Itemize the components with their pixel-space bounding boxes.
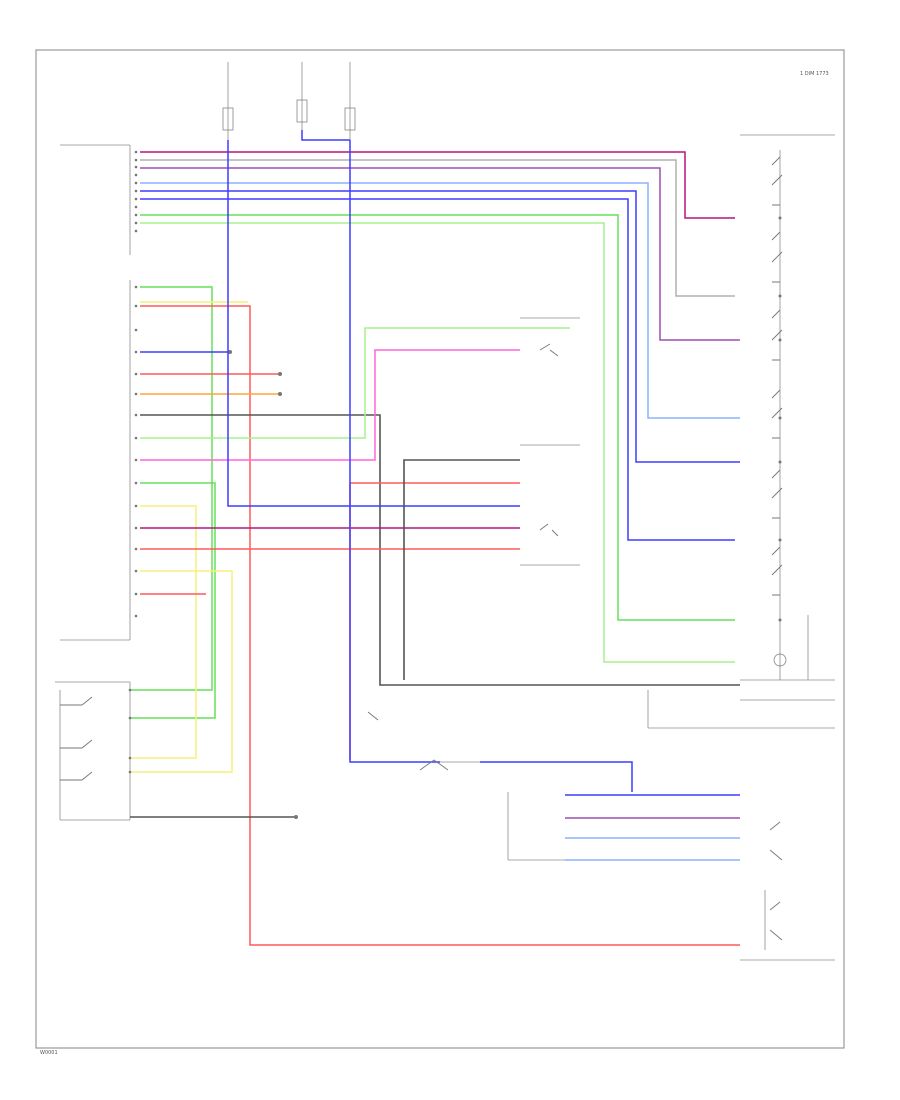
door-lock-switch bbox=[55, 681, 298, 821]
actuator bbox=[367, 711, 633, 792]
sunroof-switch bbox=[507, 792, 835, 961]
control-unit-outline bbox=[60, 144, 131, 641]
motor-column bbox=[740, 134, 835, 681]
control-unit-pins bbox=[134, 150, 138, 618]
footer-id: W0001 bbox=[40, 1050, 58, 1056]
corner-label: 1 DIM 1773 bbox=[800, 71, 829, 77]
diagram-border bbox=[35, 49, 845, 1049]
middle-harness bbox=[130, 130, 740, 946]
upper-harness bbox=[140, 151, 740, 663]
connectors bbox=[520, 317, 835, 729]
fuse-feeds bbox=[222, 62, 356, 140]
